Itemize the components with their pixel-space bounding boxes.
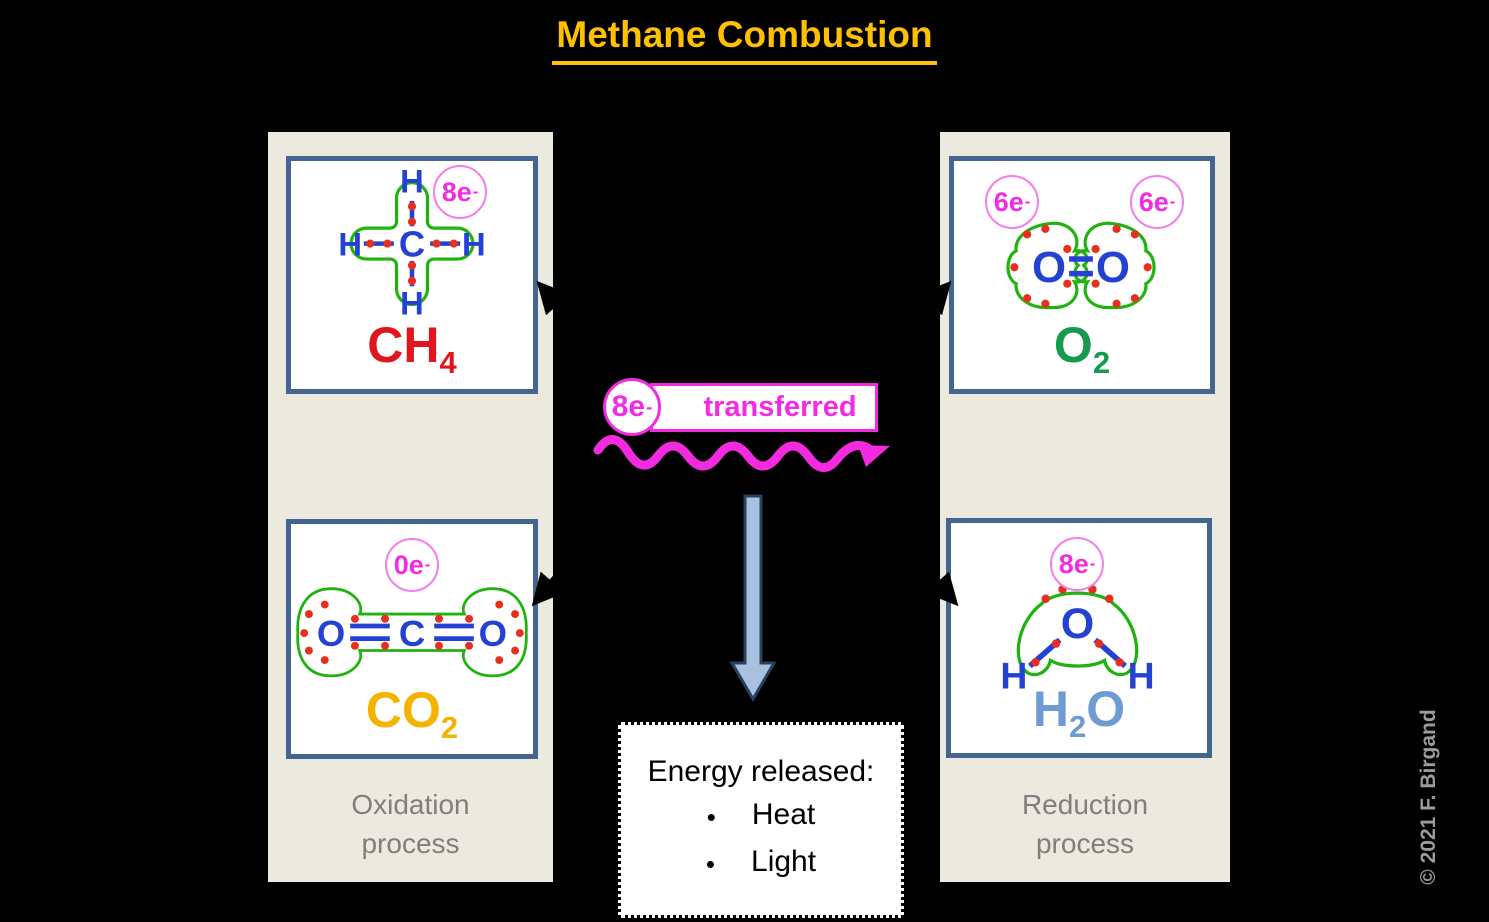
ch4-structure: H H H H C <box>338 167 486 322</box>
co2-structure: O C O <box>296 587 528 678</box>
process-label-line2: process <box>1035 828 1135 860</box>
co2-o-right: O <box>479 613 507 654</box>
o2-electron-badge-left: 6e- <box>985 175 1039 229</box>
ch4-electron-outline <box>349 181 475 307</box>
o2-formula: O2 <box>1053 317 1111 380</box>
energy-item-label: Light <box>751 845 817 878</box>
ch4-formula: CH4 <box>367 317 457 380</box>
ch4-h-bottom: H <box>400 285 424 322</box>
h2o-o-center: O <box>1061 600 1094 648</box>
h2o-structure: O H H <box>1000 585 1155 696</box>
transfer-electron-badge: 8e- <box>603 378 661 436</box>
bullet-icon: • <box>706 802 716 832</box>
reduction-process-label: Reduction process <box>940 785 1230 865</box>
ch4-h-top: H <box>400 167 424 200</box>
h2o-electron-outline <box>1016 591 1139 677</box>
o2-electron-badge-right: 6e- <box>1130 175 1184 229</box>
energy-item-label: Heat <box>751 798 816 831</box>
page-title: Methane Combustion <box>552 14 937 65</box>
transferred-label: transferred <box>703 391 857 423</box>
co2-formula: CO2 <box>365 682 459 745</box>
transferred-label-box: transferred <box>650 383 878 432</box>
o2-o-left: O <box>1032 243 1066 292</box>
energy-heading: Energy released: <box>647 755 875 788</box>
energy-released-box: Energy released: • Heat • Light <box>618 722 904 918</box>
ch4-electron-badge: 8e- <box>433 165 487 219</box>
o2-double-bond <box>1069 256 1093 277</box>
ch4-h-right: H <box>462 225 486 262</box>
wavy-arrow-head <box>858 445 890 467</box>
h2o-formula: H2O <box>1032 681 1126 744</box>
o2-lewis-box: O O 6e- 6e- O2 <box>949 156 1215 394</box>
o2-electron-outlines <box>1006 221 1156 310</box>
energy-item-light: • Light <box>621 845 901 883</box>
copyright-watermark: © 2021 F. Birgand <box>1417 709 1440 885</box>
h2o-h-right: H <box>1128 654 1155 696</box>
co2-electron-badge: 0e- <box>385 538 439 592</box>
title-wrap: Methane Combustion <box>0 14 1489 65</box>
h2o-h-left: H <box>1000 654 1027 696</box>
ch4-c-center: C <box>399 223 425 264</box>
co2-electron-dots <box>300 600 524 665</box>
bullet-icon: • <box>705 849 716 879</box>
ch4-h-left: H <box>338 225 362 262</box>
wavy-transfer-arrow <box>593 435 873 472</box>
h2o-lewis-box: O H H 8e- H2O <box>946 518 1212 758</box>
energy-item-heat: • Heat <box>621 798 901 836</box>
co2-electron-outline <box>296 587 528 678</box>
process-label-line1: Reduction <box>1021 788 1149 820</box>
co2-c-center: C <box>399 613 425 654</box>
co2-lewis-box: O C O 0e- CO2 <box>286 519 538 759</box>
o2-electron-dots <box>1010 224 1152 308</box>
oxidation-process-label: Oxidation process <box>268 785 553 865</box>
o2-o-right: O <box>1096 243 1130 292</box>
process-label-line2: process <box>361 828 460 860</box>
process-label-line1: Oxidation <box>351 788 470 820</box>
o2-structure: O O <box>1006 221 1156 310</box>
ch4-electron-dots <box>366 202 458 285</box>
co2-double-bonds <box>350 623 474 642</box>
energy-arrow <box>729 494 777 702</box>
h2o-electron-badge: 8e- <box>1050 537 1104 591</box>
co2-o-left: O <box>317 613 345 654</box>
ch4-lewis-box: H H H H C 8e- CH4 <box>286 156 538 394</box>
